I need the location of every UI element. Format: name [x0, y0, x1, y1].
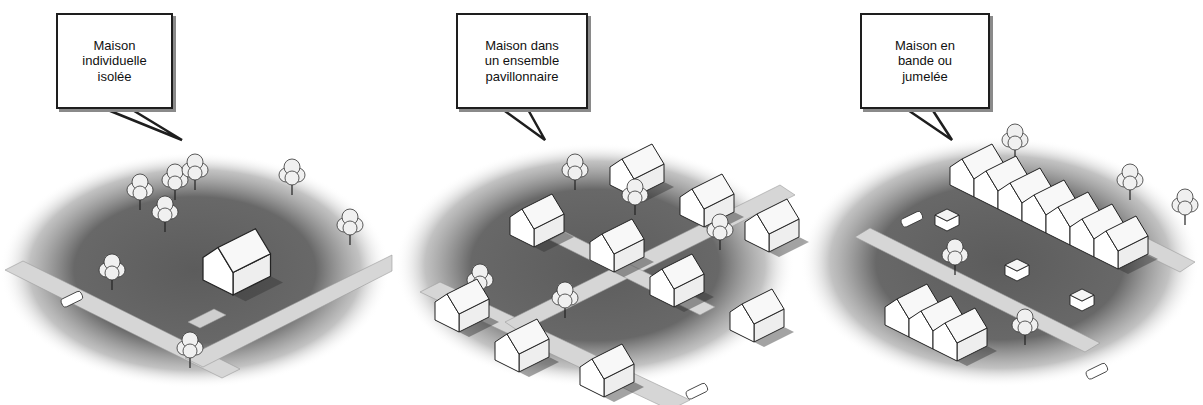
- road: [965, 155, 1195, 272]
- callout-tail: [98, 106, 182, 140]
- subdivision-scene: [395, 143, 809, 405]
- tree: [1172, 189, 1198, 225]
- car: [685, 382, 709, 400]
- shed: [1005, 259, 1029, 281]
- tree: [707, 214, 733, 250]
- callout-tails: [98, 104, 952, 140]
- house: [435, 279, 499, 337]
- house: [650, 254, 714, 312]
- tree: [552, 282, 578, 318]
- tree: [942, 239, 968, 275]
- semi-detached-house: [933, 308, 997, 366]
- house: [580, 344, 644, 402]
- car: [60, 290, 84, 308]
- house: [510, 194, 574, 252]
- tree: [562, 154, 588, 190]
- tree: [99, 254, 125, 290]
- speech-bubble: Maison individuelle isolée: [56, 13, 173, 109]
- tree: [177, 332, 203, 368]
- tree: [182, 154, 208, 190]
- ground: [395, 143, 795, 387]
- driveway: [188, 309, 226, 328]
- callout-tail: [98, 104, 182, 140]
- tree: [1002, 124, 1028, 160]
- callout-text: Maison dans un ensemble pavillonnaire: [478, 38, 566, 85]
- tree: [622, 179, 648, 215]
- callout-tail: [902, 106, 952, 140]
- tree: [1012, 309, 1038, 345]
- row-house: [1094, 216, 1158, 274]
- shed: [1070, 289, 1094, 311]
- house: [745, 199, 809, 257]
- callout-tail: [902, 104, 952, 140]
- car: [1085, 362, 1109, 380]
- ground: [800, 137, 1200, 387]
- house: [203, 229, 283, 302]
- house: [495, 319, 559, 377]
- callout-tail: [498, 106, 545, 140]
- speech-bubble: Maison dans un ensemble pavillonnaire: [456, 13, 588, 109]
- house: [730, 289, 794, 347]
- house: [590, 219, 654, 277]
- shed: [935, 209, 959, 231]
- isolated-house-scene: [0, 152, 392, 388]
- speech-bubble: Maison en bande ou jumelée: [860, 13, 990, 109]
- car: [900, 210, 924, 228]
- tree: [279, 159, 305, 195]
- tree: [152, 196, 178, 232]
- callout-tail: [498, 104, 545, 140]
- callout-text: Maison en bande ou jumelée: [881, 38, 969, 85]
- tree: [1117, 164, 1143, 200]
- tree: [337, 209, 363, 245]
- row-house-scene: [800, 124, 1200, 387]
- tree: [127, 174, 153, 210]
- callout-text: Maison individuelle isolée: [71, 38, 159, 85]
- ground: [0, 152, 390, 388]
